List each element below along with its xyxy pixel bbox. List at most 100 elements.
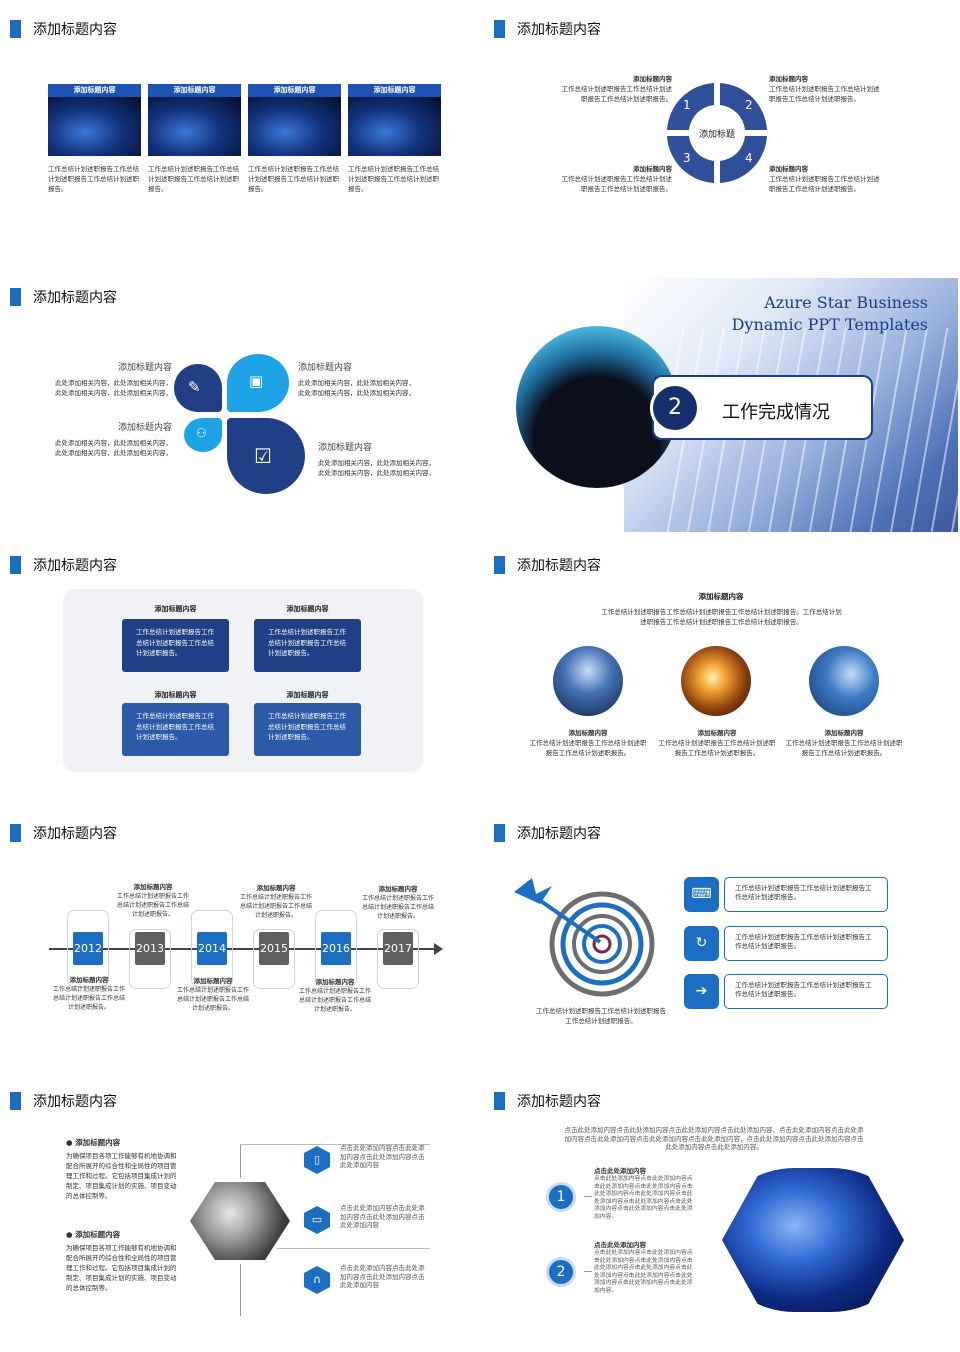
headphones-icon: ∩ (304, 1266, 330, 1294)
intro-text: 工作总结计划述职报告工作总结计划述职报告工作总结计划述职报告。工作总结计划述职报… (601, 608, 842, 626)
petal (227, 418, 305, 494)
slide-8: 添加标题内容 工作总结计划述职报告工作总结计划述职报告工作总结计划述职报告。 ⌨… (484, 804, 958, 1068)
item-title: 添加标题内容 (117, 363, 172, 373)
glow-figure-image (681, 646, 751, 716)
item-text: 工作总结计划述职报告工作总结计划述职报告工作总结计划述职报告。 (658, 739, 776, 757)
card-label: 添加标题内容 (348, 84, 441, 97)
accent-bar (494, 556, 505, 574)
item-title: 添加标题内容 (315, 978, 355, 986)
petal-item: 添加标题内容 此处添加相关内容，此处添加相关内容，此处添加相关内容，此处添加相关… (50, 420, 172, 458)
target-icon (514, 878, 655, 997)
item-text: 工作总结计划述职报告工作总结计划述职报告工作总结计划述职报告。 (769, 175, 880, 193)
night-sky-hexagon-image (722, 1168, 904, 1312)
timeline-item: 添加标题内容 工作总结计划述职报告工作总结计划述职报告工作总结计划述职报告。 (175, 976, 251, 1013)
slide-title: 添加标题内容 (10, 1092, 117, 1110)
item-title: 添加标题内容 (769, 75, 808, 83)
item-title: 点击此处添加内容 (594, 1241, 646, 1249)
slide-1: 添加标题内容 添加标题内容 工作总结计划述职报告工作总结计划述职报告工作总结计划… (0, 0, 474, 264)
year-frame (129, 929, 171, 989)
clipboard-check-icon: ☑ (254, 444, 272, 468)
timeline-axis (49, 948, 436, 950)
slide-6: 添加标题内容 添加标题内容 工作总结计划述职报告工作总结计划述职报告工作总结计划… (484, 536, 958, 800)
slide-title-text: 添加标题内容 (517, 1094, 601, 1110)
image-item: 添加标题内容 工作总结计划述职报告工作总结计划述职报告工作总结计划述职报告。 (529, 728, 647, 758)
slide-title-text: 添加标题内容 (33, 558, 117, 574)
image-card: 添加标题内容 工作总结计划述职报告工作总结计划述职报告工作总结计划述职报告。 (148, 84, 241, 194)
image-card: 添加标题内容 工作总结计划述职报告工作总结计划述职报告工作总结计划述职报告。 (348, 84, 441, 194)
accent-bar (10, 20, 21, 38)
section-title: 工作完成情况 (722, 402, 830, 423)
intro-text: 点击此处添加内容点击此处添加内容点击此处添加内容点击此处添加内容，点击此处添加内… (564, 1126, 864, 1151)
item-title: 添加标题内容 (568, 729, 608, 737)
accent-bar (494, 1092, 505, 1110)
text-box: 工作总结计划述职报告工作总结计划述职报告工作总结计划述职报告。 (724, 974, 888, 1009)
item-text: 此处添加相关内容，此处添加相关内容，此处添加相关内容，此处添加相关内容， (55, 439, 172, 457)
item-text: 工作总结计划述职报告工作总结计划述职报告工作总结计划述职报告。 (561, 85, 673, 103)
year-frame (191, 910, 233, 987)
image-card: 添加标题内容 工作总结计划述职报告工作总结计划述职报告工作总结计划述职报告。 (248, 84, 341, 194)
target-caption: 工作总结计划述职报告工作总结计划述职报告工作总结计划述职报告。 (536, 1007, 666, 1025)
card-label: 添加标题内容 (48, 84, 141, 97)
item-title: 添加标题内容 (286, 691, 329, 699)
accent-bar (494, 824, 505, 842)
bar-graph-image (809, 646, 879, 716)
item-text: 工作总结计划述职报告工作总结计划述职报告工作总结计划述职报告。 (298, 988, 371, 1013)
cycle-item: 添加标题内容 工作总结计划述职报告工作总结计划述职报告工作总结计划述职报告。 (769, 74, 881, 104)
image-card: 添加标题内容 工作总结计划述职报告工作总结计划述职报告工作总结计划述职报告。 (48, 84, 141, 194)
bullet-item: ● 添加标题内容 为确保项目各项工作能够有机地协调和配合所展开的综合性和全局性的… (66, 1230, 178, 1293)
item-title: 添加标题内容 (318, 443, 373, 453)
item-text: 为确保项目各项工作能够有机地协调和配合所展开的综合性和全局性的项目管理工作和过程… (66, 1152, 177, 1200)
light-tunnel-image (553, 646, 623, 716)
item-title: 添加标题内容 (286, 605, 329, 613)
timeline-item: 添加标题内容 工作总结计划述职报告工作总结计划述职报告工作总结计划述职报告。 (297, 977, 373, 1014)
year-box: 2015 (259, 932, 289, 965)
item-title: ● 添加标题内容 (66, 1138, 121, 1147)
item-text: 点击此处添加内容点击此处添加内容点击此处添加内容点击此处添加内容 (340, 1144, 425, 1169)
timeline-item: 添加标题内容 工作总结计划述职报告工作总结计划述职报告工作总结计划述职报告。 (238, 883, 314, 920)
item-title: 添加标题内容 (154, 691, 197, 699)
item-text: 点击此处添加内容点击此处添加内容点击此处添加内容点击此处添加内容 (340, 1204, 425, 1229)
cycle-num: 4 (745, 151, 753, 165)
notebook-icon: ✎ (188, 378, 201, 396)
slide-title: 添加标题内容 (10, 20, 117, 38)
petal-item: 添加标题内容 此处添加相关内容，此处添加相关内容，此处添加相关内容，此处添加相关… (50, 360, 172, 398)
slide-title-text: 添加标题内容 (33, 22, 117, 38)
item-title: 添加标题内容 (769, 165, 808, 173)
slide-title: 添加标题内容 (494, 824, 601, 842)
year-box: 2016 (321, 932, 351, 965)
item-title: 点击此处添加内容 (594, 1167, 646, 1175)
item-text: 工作总结计划述职报告工作总结计划述职报告工作总结计划述职报告。 (785, 739, 903, 757)
next-arrow-icon: ➔ (684, 974, 719, 1009)
slide-title: 添加标题内容 (10, 288, 117, 306)
petal (174, 364, 222, 412)
item-title: ● 添加标题内容 (66, 1230, 121, 1239)
slide-title: 添加标题内容 (10, 556, 117, 574)
year-box: 2012 (73, 932, 103, 965)
card-label: 添加标题内容 (148, 84, 241, 97)
card-text: 工作总结计划述职报告工作总结计划述职报告工作总结计划述职报告。 (248, 165, 339, 193)
item-title: 添加标题内容 (69, 976, 109, 984)
text-box: 工作总结计划述职报告工作总结计划述职报告工作总结计划述职报告。 (724, 877, 888, 912)
cycle-num: 2 (745, 98, 753, 112)
slide-title: 添加标题内容 (494, 1092, 601, 1110)
item-text: 工作总结计划述职报告工作总结计划述职报告工作总结计划述职报告。 (529, 739, 647, 757)
connector (584, 1271, 592, 1272)
intro-title: 添加标题内容 (698, 592, 744, 601)
image-item: 添加标题内容 工作总结计划述职报告工作总结计划述职报告工作总结计划述职报告。 (785, 728, 903, 758)
year-box: 2014 (197, 932, 227, 965)
item-text: 此处添加相关内容，此处添加相关内容，此处添加相关内容，此处添加相关内容， (55, 379, 172, 397)
item-text-box: 工作总结计划述职报告工作总结计划述职报告工作总结计划述职报告。 (254, 703, 361, 756)
card-text: 工作总结计划述职报告工作总结计划述职报告工作总结计划述职报告。 (348, 165, 439, 193)
item-text-box: 工作总结计划述职报告工作总结计划述职报告工作总结计划述职报告。 (122, 619, 229, 672)
item-text: 为确保项目各项工作能够有机地协调和配合所展开的综合性和全局性的项目管理工作和过程… (66, 1244, 177, 1292)
petal (227, 354, 289, 412)
bullet-item: ● 添加标题内容 为确保项目各项工作能够有机地协调和配合所展开的综合性和全局性的… (66, 1138, 178, 1201)
step-number: 2 (546, 1257, 576, 1287)
item-text-box: 工作总结计划述职报告工作总结计划述职报告工作总结计划述职报告。 (254, 619, 361, 672)
petal-item: 添加标题内容 此处添加相关内容，此处添加相关内容，此处添加相关内容，此处添加相关… (318, 440, 440, 478)
item-title: 添加标题内容 (193, 977, 233, 985)
slide-7-timeline: 添加标题内容 2012 2013 2014 2015 2016 2017 添加标… (0, 804, 474, 1068)
year-frame (315, 910, 357, 987)
item-title: 添加标题内容 (117, 423, 172, 433)
item-text: 工作总结计划述职报告工作总结计划述职报告工作总结计划述职报告。 (361, 895, 434, 920)
